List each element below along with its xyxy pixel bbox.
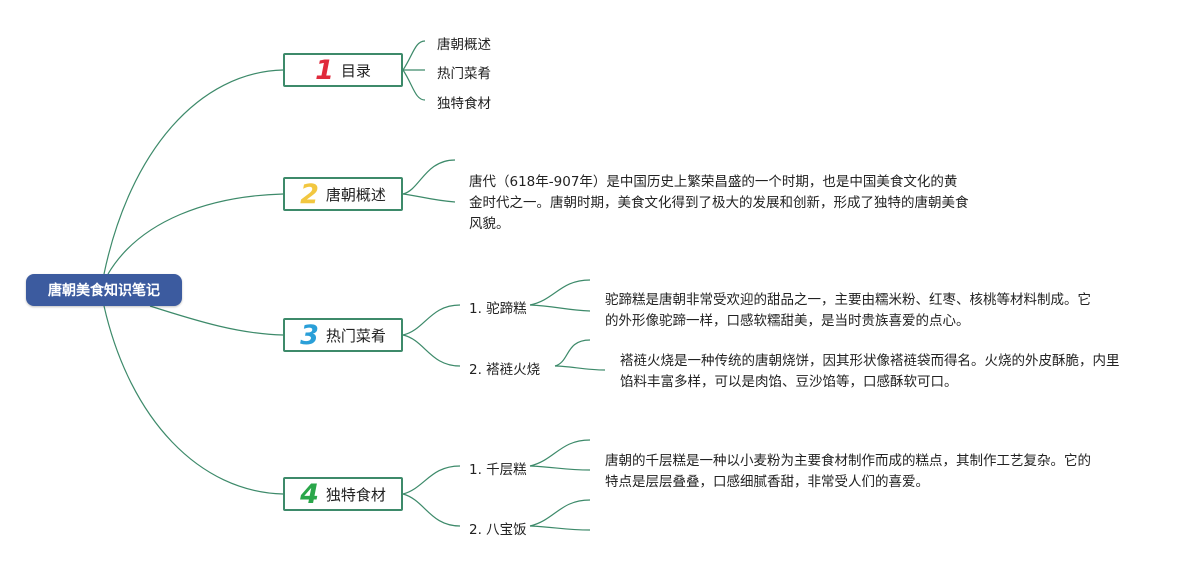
number-3-icon: 3 <box>300 319 319 351</box>
connector-t4-i2-a <box>529 499 591 527</box>
toc-item-2[interactable]: 热门菜肴 <box>437 66 491 82</box>
topic-3-node[interactable]: 3 热门菜肴 <box>283 318 403 352</box>
ingredient-1-text: 唐朝的千层糕是一种以小麦粉为主要食材制作而成的糕点，其制作工艺复杂。它的特点是层… <box>605 453 1091 490</box>
connector-root-topic1 <box>103 69 284 275</box>
number-1-icon: 1 <box>315 54 334 86</box>
toc-item-3[interactable]: 独特食材 <box>437 96 491 112</box>
connector-t4-i2 <box>402 493 461 527</box>
connector-t3-i1 <box>402 304 461 336</box>
topic-4-label: 独特食材 <box>325 485 386 504</box>
toc-item-1[interactable]: 唐朝概述 <box>437 37 491 53</box>
connector-t3-i1-a <box>529 279 591 306</box>
connector-t4-i2-b <box>529 525 591 531</box>
connector-root-topic4 <box>103 305 284 495</box>
ingredient-item-2[interactable]: 2. 八宝饭 <box>469 522 527 538</box>
connector-t3-i2-a <box>554 339 591 367</box>
connector-t2-b <box>402 193 456 203</box>
topic-1-label: 目录 <box>340 61 371 80</box>
topic-4-node[interactable]: 4 独特食材 <box>283 477 403 511</box>
dish-item-2[interactable]: 2. 褡裢火烧 <box>469 362 541 378</box>
connector-t1-c1 <box>402 40 426 71</box>
ingredient-item-1[interactable]: 1. 千层糕 <box>469 462 527 478</box>
connector-root-topic2 <box>107 193 284 275</box>
topic-3-label: 热门菜肴 <box>325 326 386 345</box>
number-2-icon: 2 <box>300 178 319 210</box>
topic-2-label: 唐朝概述 <box>325 185 386 204</box>
root-node[interactable]: 唐朝美食知识笔记 <box>26 274 182 306</box>
dish-2-text: 褡裢火烧是一种传统的唐朝烧饼，因其形状像褡裢袋而得名。火烧的外皮酥脆，内里馅料丰… <box>620 353 1120 390</box>
connector-t2-a <box>402 159 456 195</box>
topic-1-node[interactable]: 1 目录 <box>283 53 403 87</box>
connector-t4-i1 <box>402 465 461 495</box>
connector-root-topic3 <box>149 305 284 336</box>
overview-text: 唐代（618年-907年）是中国历史上繁荣昌盛的一个时期，也是中国美食文化的黄金… <box>469 174 969 232</box>
root-title: 唐朝美食知识笔记 <box>48 283 160 299</box>
connector-t3-i1-b <box>529 304 591 312</box>
dish-item-1[interactable]: 1. 驼蹄糕 <box>469 301 527 317</box>
connector-t3-i2 <box>402 334 461 367</box>
dish-1-text: 驼蹄糕是唐朝非常受欢迎的甜品之一，主要由糯米粉、红枣、核桃等材料制成。它的外形像… <box>605 292 1091 329</box>
connector-t4-i1-a <box>529 439 591 467</box>
number-4-icon: 4 <box>300 478 319 510</box>
connector-t4-i1-b <box>529 465 591 471</box>
connector-t1-c3 <box>402 69 426 101</box>
topic-2-node[interactable]: 2 唐朝概述 <box>283 177 403 211</box>
connector-t3-i2-b <box>554 365 606 371</box>
